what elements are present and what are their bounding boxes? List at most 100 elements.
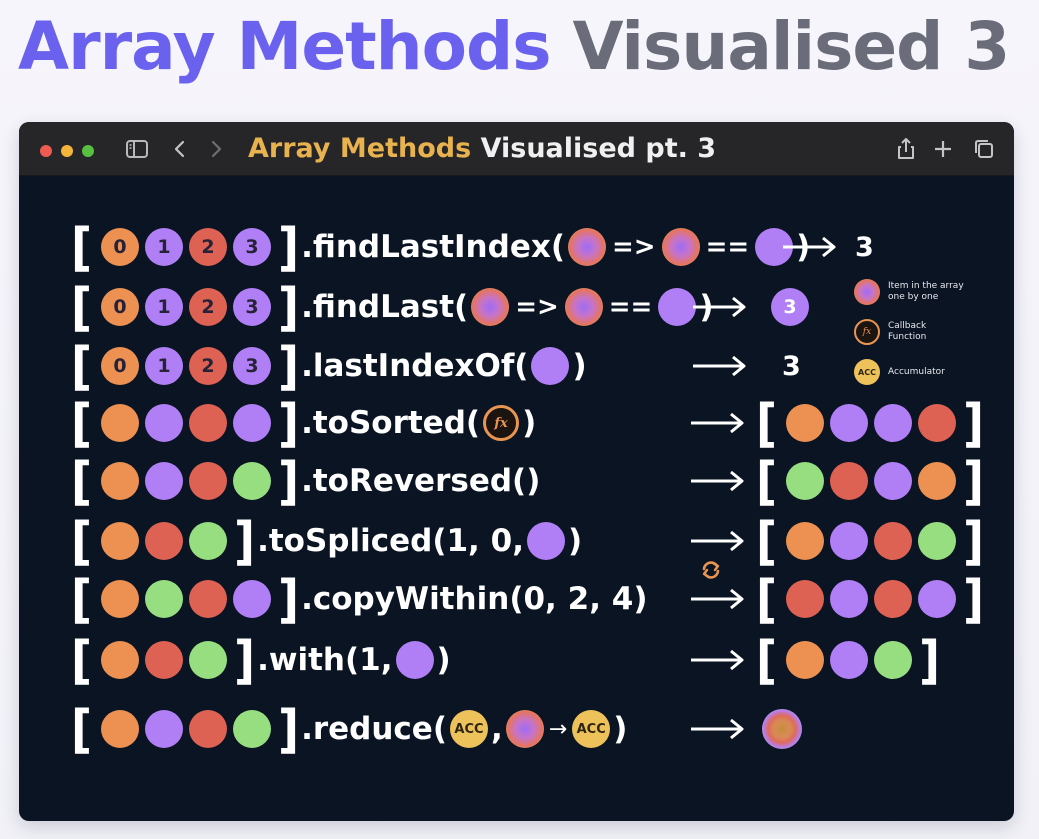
result-item-circle — [874, 462, 913, 500]
item-circle: 3 — [233, 347, 272, 385]
plus-icon[interactable] — [928, 134, 958, 164]
result-arrow-icon — [693, 296, 746, 318]
item-circle — [526, 522, 565, 560]
chevron-right-icon[interactable] — [201, 134, 231, 164]
item-circle: 0 — [101, 288, 140, 326]
open-bracket: [ — [756, 510, 778, 572]
item-placeholder-icon — [564, 288, 603, 326]
result-item-circle — [830, 641, 869, 679]
legend: Item in the array one by one fx Callback… — [854, 272, 994, 392]
item-circle: 2 — [189, 347, 228, 385]
open-bracket: [ — [71, 216, 93, 278]
item-placeholder-icon — [661, 228, 700, 266]
result-arrow-icon — [783, 236, 836, 258]
item-circle — [145, 522, 184, 560]
copy-cycle-icon — [702, 561, 720, 579]
open-bracket: [ — [71, 629, 93, 691]
close-paren: ) — [436, 642, 451, 678]
row-expression: [ 0 1 2 3 ] .findLast( => == ) — [71, 277, 714, 337]
callback-function-icon: fx — [854, 319, 880, 345]
open-bracket: [ — [71, 510, 93, 572]
item-circle — [145, 580, 184, 618]
result-arrow-icon — [691, 412, 744, 434]
result-item-circle — [918, 462, 957, 500]
open-bracket: [ — [71, 698, 93, 760]
method-name: .reduce( — [301, 711, 447, 747]
item-circle — [101, 710, 140, 748]
arrow-operator: => — [612, 232, 656, 262]
result-item-circle — [830, 522, 869, 560]
row-result — [759, 702, 805, 756]
item-circle — [658, 288, 697, 326]
item-circle — [233, 710, 272, 748]
result-arrow-icon — [691, 718, 744, 740]
accumulator-icon: ACC — [854, 359, 880, 385]
sidebar-icon[interactable] — [122, 134, 152, 164]
close-bracket: ] — [278, 450, 300, 512]
result-arrow-icon — [693, 355, 746, 377]
item-circle — [395, 641, 434, 679]
legend-item-label: Item in the array one by one — [888, 281, 964, 302]
row-with: [ ] .with(1, ) [ ] — [19, 629, 1014, 691]
result-item-circle — [874, 641, 913, 679]
close-bracket: ] — [234, 510, 256, 572]
item-circle: 2 — [189, 288, 228, 326]
open-bracket: [ — [756, 450, 778, 512]
close-paren: ) — [522, 405, 537, 441]
share-icon[interactable] — [891, 134, 921, 164]
item-circle — [233, 580, 272, 618]
item-circle — [189, 462, 228, 500]
window-titlebar: Array Methods Visualised pt. 3 — [19, 122, 1014, 176]
item-circle — [189, 580, 228, 618]
open-bracket: [ — [71, 335, 93, 397]
item-circle — [189, 522, 228, 560]
close-window-button[interactable] — [40, 145, 52, 157]
open-bracket: [ — [71, 568, 93, 630]
item-circle — [101, 522, 140, 560]
item-circle — [189, 710, 228, 748]
result-item-circle — [874, 522, 913, 560]
row-expression: [ ] .toSpliced(1, 0, ) — [71, 510, 583, 572]
open-bracket: [ — [756, 629, 778, 691]
item-circle — [101, 462, 140, 500]
tabs-icon[interactable] — [969, 134, 999, 164]
row-result: 3 — [782, 339, 801, 393]
method-name: .copyWithin(0, 2, 4) — [301, 581, 648, 617]
result-item-circle — [830, 580, 869, 618]
item-circle — [531, 347, 570, 385]
row-to-sorted: [ ] .toSorted( fx ) [ ] — [19, 392, 1014, 454]
result-arrow-icon — [691, 530, 744, 552]
row-result: 3 — [855, 220, 874, 274]
close-bracket: ] — [278, 568, 300, 630]
result-arrow-icon — [691, 588, 744, 610]
row-result: [ ] — [756, 569, 984, 629]
open-bracket: [ — [71, 450, 93, 512]
page-title: Array Methods Visualised 3 — [18, 6, 1010, 88]
result-item-circle — [786, 462, 825, 500]
item-circle — [101, 641, 140, 679]
item-placeholder-icon — [854, 279, 880, 305]
item-circle — [145, 641, 184, 679]
minimize-window-button[interactable] — [61, 145, 73, 157]
maximize-window-button[interactable] — [82, 145, 94, 157]
result-item-circle — [830, 404, 869, 442]
close-bracket: ] — [234, 629, 256, 691]
row-expression: [ 0 1 2 3 ] .findLastIndex( => == ) — [71, 216, 810, 278]
row-to-reversed: [ ] .toReversed() [ ] — [19, 450, 1014, 512]
row-result: [ ] — [756, 510, 984, 572]
method-name: .toSpliced(1, 0, — [257, 523, 524, 559]
row-expression: [ ] .reduce( ACC , → ACC ) — [71, 698, 627, 760]
close-paren: ) — [567, 523, 583, 559]
item-placeholder-icon — [568, 228, 607, 266]
method-name: .with(1, — [257, 642, 393, 678]
item-placeholder-icon — [471, 288, 510, 326]
result-item-circle — [918, 580, 957, 618]
item-circle — [189, 404, 228, 442]
item-circle: 0 — [101, 228, 140, 266]
close-bracket: ] — [278, 216, 300, 278]
close-bracket: ] — [963, 450, 985, 512]
chevron-left-icon[interactable] — [165, 134, 195, 164]
close-bracket: ] — [963, 392, 985, 454]
window-title-accent: Array Methods — [248, 133, 472, 164]
close-bracket: ] — [278, 698, 300, 760]
